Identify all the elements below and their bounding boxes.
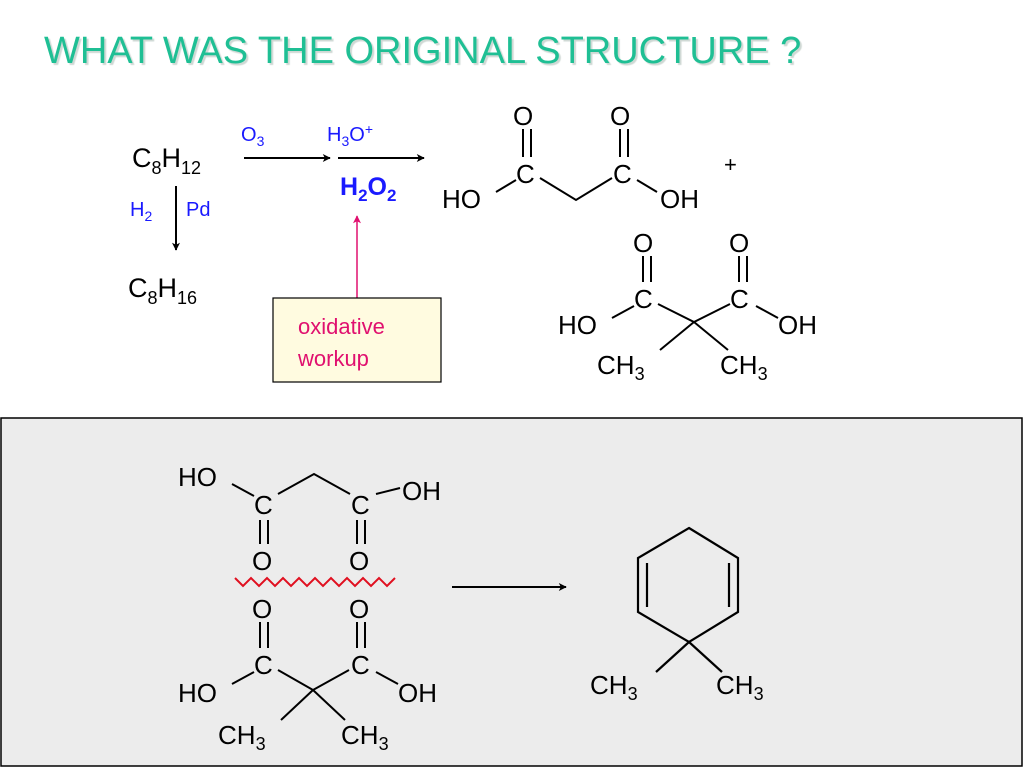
slide-title: WHAT WAS THE ORIGINAL STRUCTURE ? [44, 30, 802, 72]
fragment-malonic-acid: HO C C OH O O [178, 462, 441, 576]
methyl-group: CH3 [597, 350, 645, 384]
atom-o: O [349, 546, 369, 576]
product-dimethylmalonic-acid: O C O C HO OH CH3 CH3 [558, 228, 817, 384]
atom-o: O [729, 228, 749, 258]
atom-o: O [610, 101, 630, 131]
oxidative-workup-box [272, 297, 442, 383]
formula-c8h12: C8H12 [132, 143, 201, 178]
reagent-ozone: O3 [241, 124, 265, 149]
reagent-palladium: Pd [186, 199, 210, 221]
atom-c: C [351, 490, 370, 520]
plus-sign: + [724, 152, 737, 177]
reagent-peroxide: H2O2 [340, 173, 396, 205]
callout-line-1: oxidative [298, 314, 385, 339]
wavy-cut-line [234, 576, 396, 588]
callout-line-2: workup [297, 346, 369, 371]
atom-c: C [254, 490, 273, 520]
reagent-hydrogen: H2 [130, 199, 152, 224]
atom-o: O [349, 594, 369, 624]
atom-c: C [613, 159, 632, 189]
methyl-group: CH3 [341, 720, 389, 754]
atom-o: O [252, 546, 272, 576]
answer-structure: CH3 CH3 [590, 526, 764, 704]
atom-o: O [252, 594, 272, 624]
methyl-group: CH3 [218, 720, 266, 754]
methyl-group: CH3 [590, 670, 638, 704]
group-oh: OH [778, 310, 817, 340]
methyl-group: CH3 [720, 350, 768, 384]
methyl-group: CH3 [716, 670, 764, 704]
group-oh: OH [402, 476, 441, 506]
formula-c8h16: C8H16 [128, 273, 197, 308]
atom-c: C [351, 650, 370, 680]
product-malonic-acid: O C O C HO OH [442, 101, 699, 214]
group-ho: HO [558, 310, 597, 340]
group-oh: OH [660, 184, 699, 214]
atom-c: C [516, 159, 535, 189]
atom-o: O [513, 101, 533, 131]
fragment-dimethylmalonic-acid: O O C C HO OH CH3 CH3 [178, 594, 437, 754]
group-ho: HO [442, 184, 481, 214]
atom-c: C [254, 650, 273, 680]
reagent-hydronium: H3O+ [327, 121, 373, 149]
atom-c: C [730, 284, 749, 314]
atom-o: O [633, 228, 653, 258]
group-oh: OH [398, 678, 437, 708]
atom-c: C [634, 284, 653, 314]
group-ho: HO [178, 678, 217, 708]
reconstruction-panel [0, 417, 1023, 767]
group-ho: HO [178, 462, 217, 492]
